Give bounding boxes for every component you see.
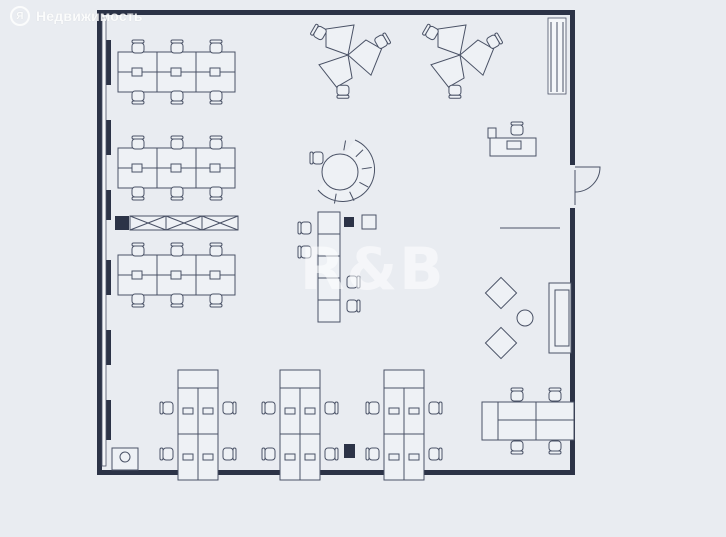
chair — [428, 447, 443, 461]
chair — [448, 84, 462, 99]
chair — [170, 242, 184, 257]
chair — [297, 245, 312, 259]
furniture-layer — [111, 23, 575, 481]
chair — [209, 39, 223, 54]
structural-column — [344, 444, 355, 458]
chair — [209, 90, 223, 105]
pinwheel-workstation — [310, 23, 391, 99]
round-meeting-pod — [309, 139, 376, 204]
chair — [131, 90, 145, 105]
chair — [510, 387, 524, 402]
watermark: Я Недвижимость — [10, 6, 143, 26]
yandex-realty-logo-icon: Я — [10, 6, 30, 26]
desk-cluster — [117, 39, 236, 105]
chair — [486, 32, 503, 49]
chair — [310, 23, 327, 41]
chair — [159, 401, 174, 415]
chair — [131, 293, 145, 308]
chair — [209, 242, 223, 257]
chair — [548, 387, 562, 402]
chair — [170, 186, 184, 201]
chair — [159, 447, 174, 461]
desk-cluster-right — [481, 387, 575, 455]
chair — [131, 242, 145, 257]
long-table — [297, 211, 377, 323]
bench-workstation — [365, 369, 443, 481]
chair — [170, 39, 184, 54]
chair — [510, 440, 524, 455]
windows — [101, 17, 567, 467]
chair — [324, 401, 339, 415]
reception-desk — [487, 121, 537, 157]
lounge-area — [484, 227, 572, 360]
chair — [365, 401, 380, 415]
bench-workstation — [261, 369, 339, 481]
chair — [261, 447, 276, 461]
chair — [324, 447, 339, 461]
brand-watermark: R&B — [300, 235, 446, 303]
chair — [209, 186, 223, 201]
watermark-site-name: Недвижимость — [36, 8, 143, 24]
chair — [131, 186, 145, 201]
chair — [131, 135, 145, 150]
bench-workstation — [159, 369, 237, 481]
chair — [428, 401, 443, 415]
chair — [336, 84, 350, 99]
chair — [261, 401, 276, 415]
chair — [170, 293, 184, 308]
chair — [346, 299, 361, 313]
pinwheel-workstation — [422, 23, 503, 99]
storage-cabinets — [115, 215, 239, 231]
chair — [222, 447, 237, 461]
chair — [309, 151, 324, 165]
chair — [131, 39, 145, 54]
chair — [170, 135, 184, 150]
sink-icon — [119, 451, 131, 463]
chair — [170, 90, 184, 105]
desk-cluster — [117, 135, 236, 201]
chair — [422, 23, 439, 41]
desk-cluster — [117, 242, 236, 308]
chair — [548, 440, 562, 455]
chair — [297, 221, 312, 235]
chair — [510, 121, 524, 136]
entrance-door — [574, 166, 601, 205]
chair — [374, 32, 391, 49]
chair — [222, 401, 237, 415]
chair — [365, 447, 380, 461]
chair — [209, 135, 223, 150]
chair — [346, 275, 361, 289]
chair — [209, 293, 223, 308]
